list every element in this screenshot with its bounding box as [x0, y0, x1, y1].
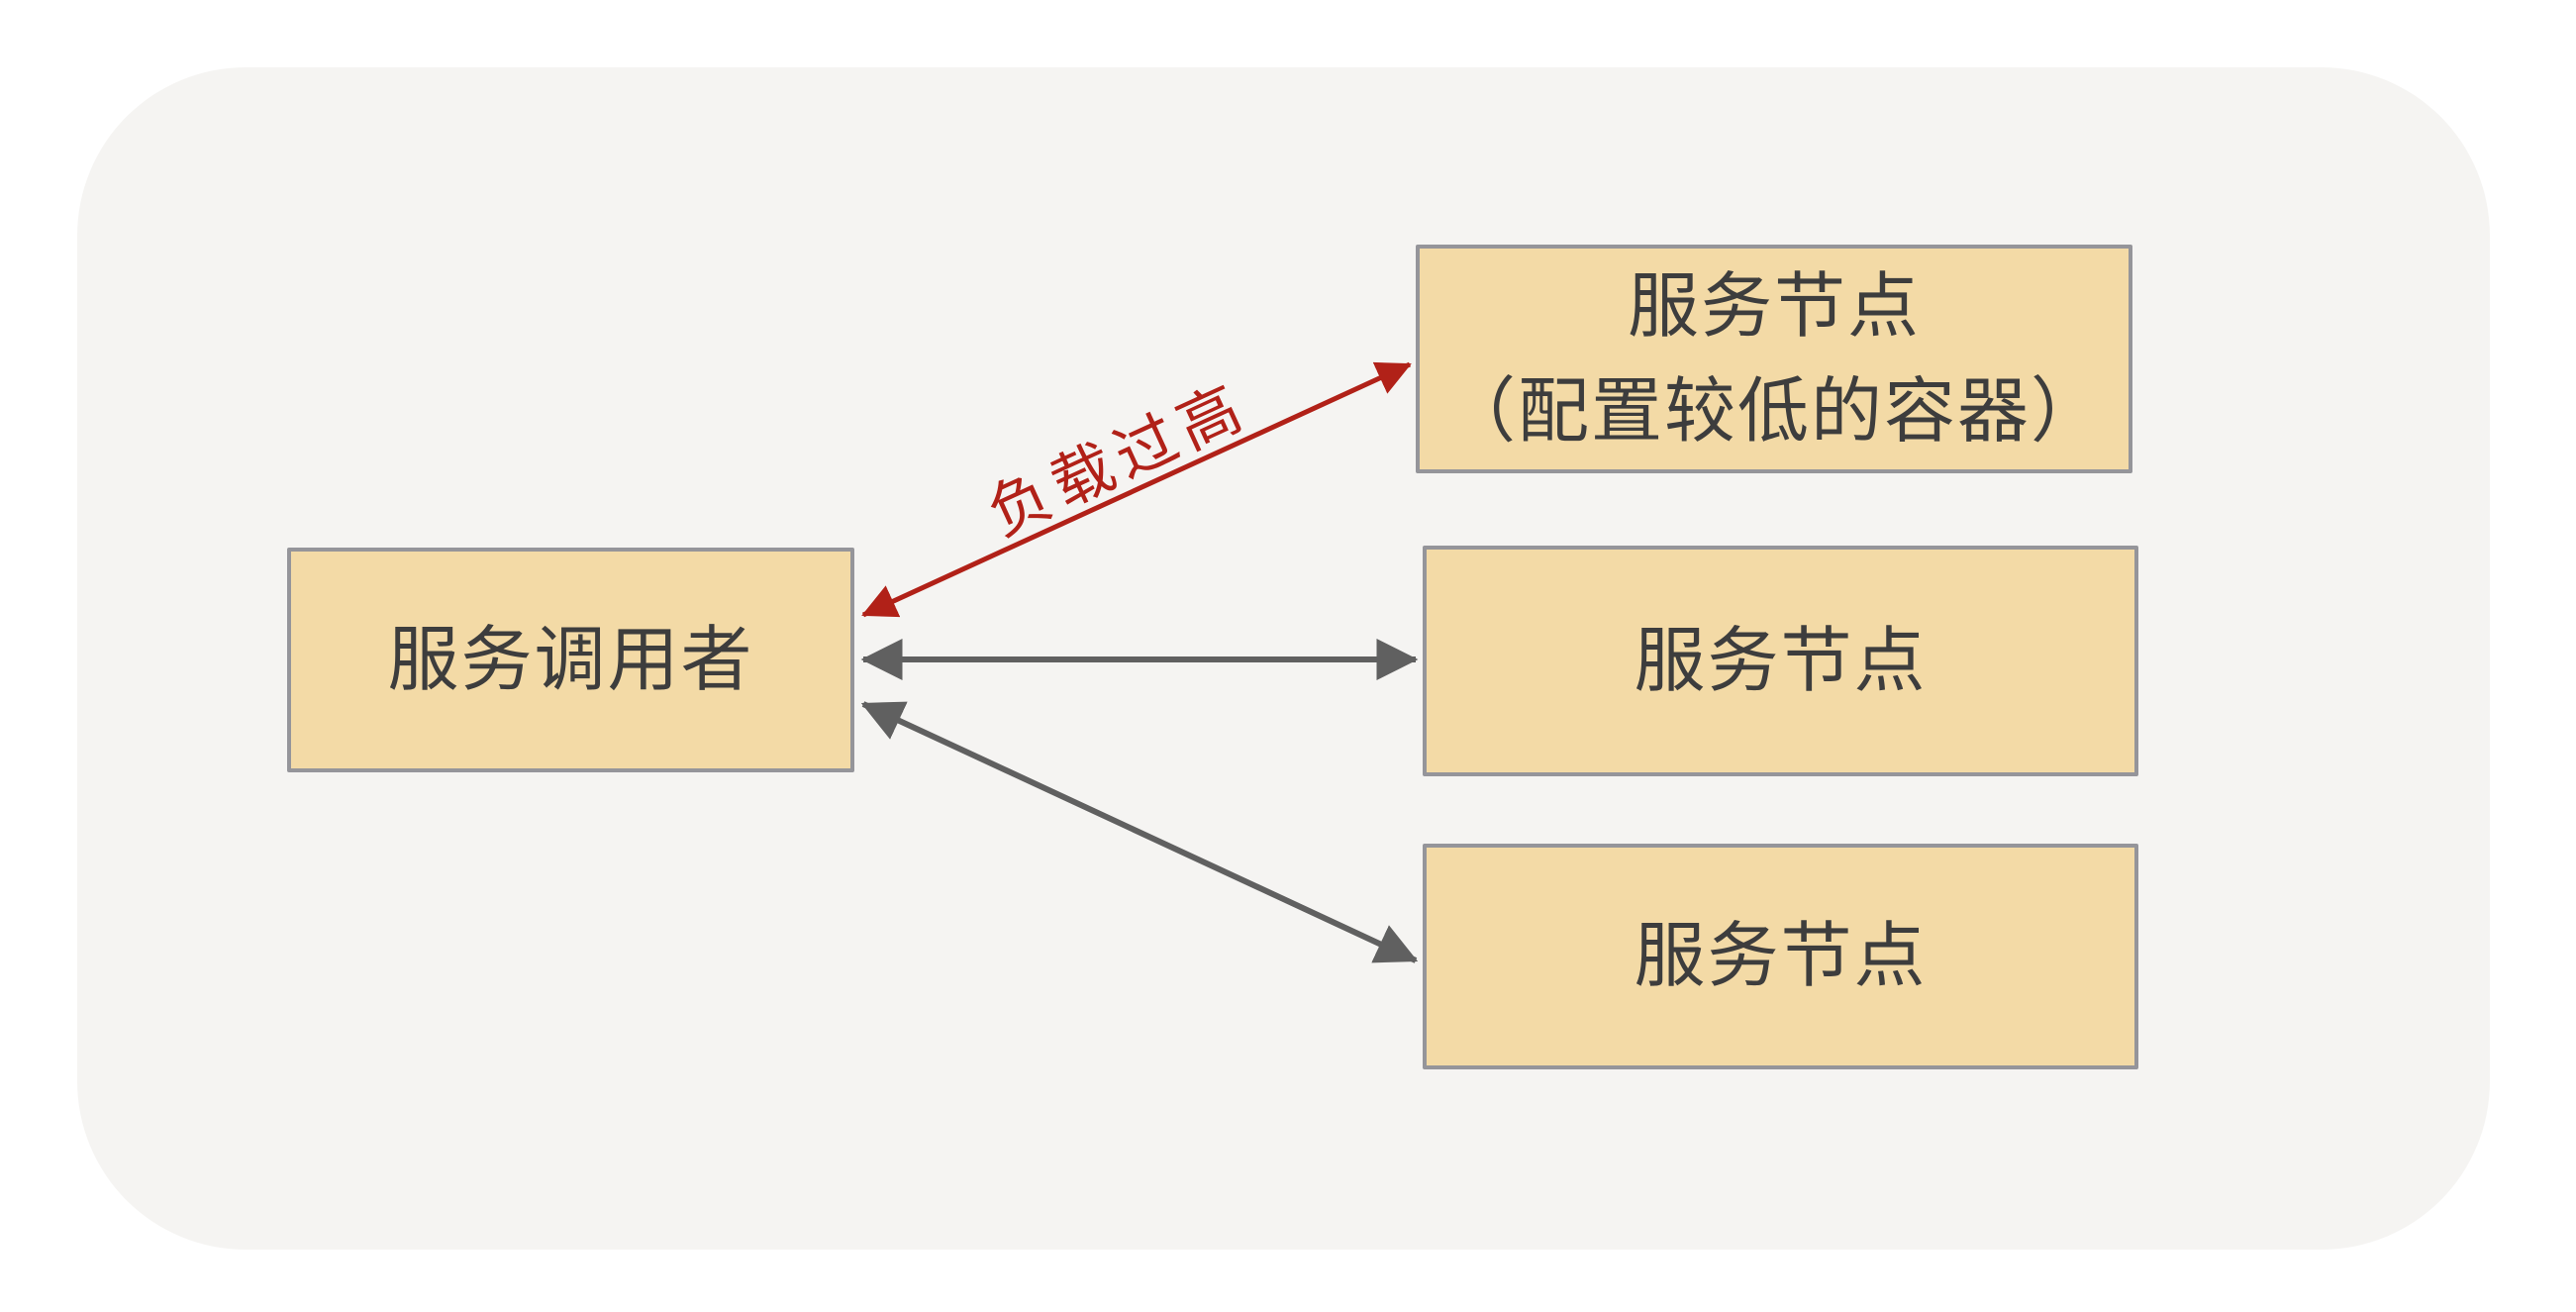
service-caller-box: 服务调用者 [287, 548, 854, 772]
service-node-low-config-label-line1: 服务节点 [1627, 266, 1921, 347]
service-node-3-box: 服务节点 [1423, 844, 2138, 1069]
service-caller-label: 服务调用者 [387, 620, 754, 700]
service-node-low-config-box: 服务节点 （配置较低的容器） [1416, 245, 2132, 473]
service-node-low-config-label-line2: （配置较低的容器） [1443, 371, 2104, 452]
service-node-3-label: 服务节点 [1634, 917, 1928, 996]
service-node-2-label: 服务节点 [1634, 621, 1928, 701]
service-node-2-box: 服务节点 [1423, 546, 2138, 776]
